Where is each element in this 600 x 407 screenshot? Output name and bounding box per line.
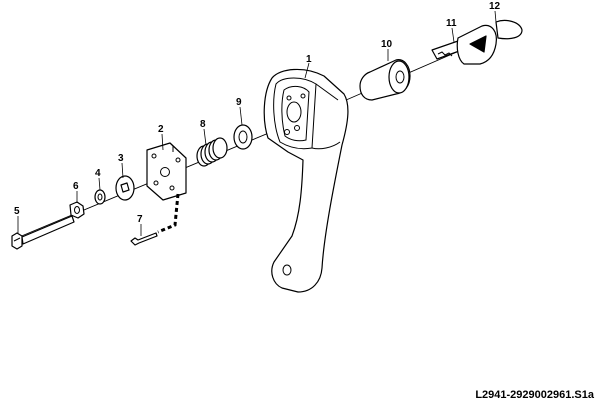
part-6-nut bbox=[69, 201, 85, 219]
plate-rod-dashed-line bbox=[157, 193, 180, 234]
callout-1: 1 bbox=[306, 54, 312, 65]
part-2-mounting-plate bbox=[146, 142, 187, 201]
callout-3: 3 bbox=[118, 153, 124, 164]
part-7-pin bbox=[130, 232, 158, 246]
callout-4: 4 bbox=[95, 168, 101, 179]
callout-11: 11 bbox=[446, 18, 457, 29]
callout-5: 5 bbox=[14, 206, 20, 217]
callout-8: 8 bbox=[200, 119, 206, 130]
part-12-key-head bbox=[456, 19, 523, 65]
part-5-screw bbox=[11, 215, 75, 250]
leader-lines bbox=[17, 10, 497, 236]
part-4-small-washer bbox=[94, 189, 106, 205]
part-9-washer bbox=[233, 124, 253, 150]
part-1-handle bbox=[263, 68, 349, 293]
callout-7: 7 bbox=[137, 214, 143, 225]
part-10-lock-cylinder bbox=[359, 59, 411, 101]
callout-2: 2 bbox=[158, 124, 164, 135]
callout-9: 9 bbox=[236, 97, 242, 108]
callout-6: 6 bbox=[73, 181, 79, 192]
callout-12: 12 bbox=[489, 1, 501, 12]
drawing-code: L2941-2929002961.S1a bbox=[475, 389, 594, 401]
part-8-spring bbox=[196, 137, 228, 167]
part-3-square-hole-washer bbox=[115, 175, 135, 201]
callout-10: 10 bbox=[381, 39, 393, 50]
